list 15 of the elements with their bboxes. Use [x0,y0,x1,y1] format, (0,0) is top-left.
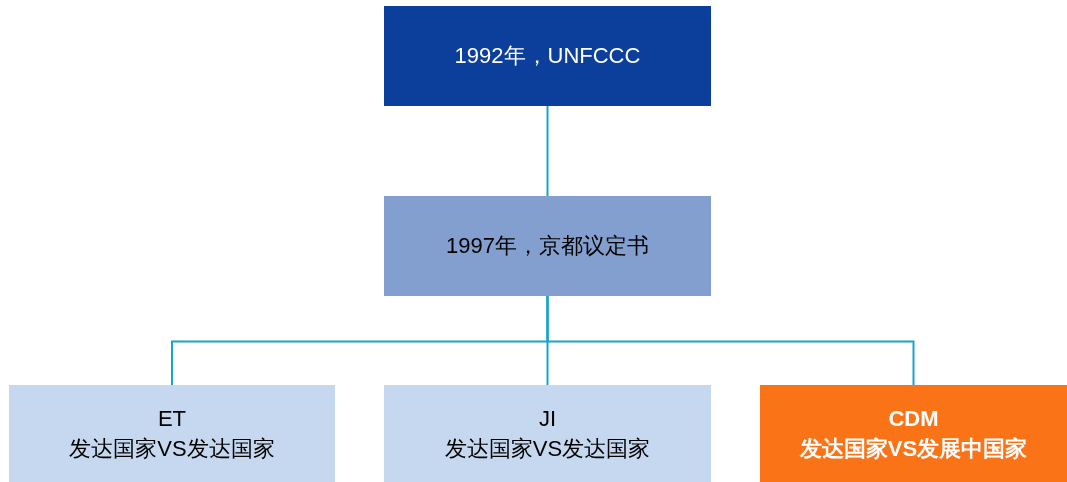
connector-line [546,105,549,197]
box-text: 1997年，京都议定书 [446,232,649,260]
box-text: JI [538,404,557,433]
process-box [384,6,711,106]
process-box [760,385,1067,482]
box-text: CDM [888,404,939,433]
box-text: 1992年，UNFCCC [454,42,641,70]
box-text: 发达国家VS发达国家 [69,434,275,463]
connector-line [546,295,915,386]
process-box [384,385,711,482]
process-box [9,385,335,482]
box-text: 发达国家VS发达国家 [444,434,651,463]
box-text: ET [157,404,187,433]
process-box [384,196,711,296]
box-text: 发达国家VS发展中国家 [799,434,1028,463]
